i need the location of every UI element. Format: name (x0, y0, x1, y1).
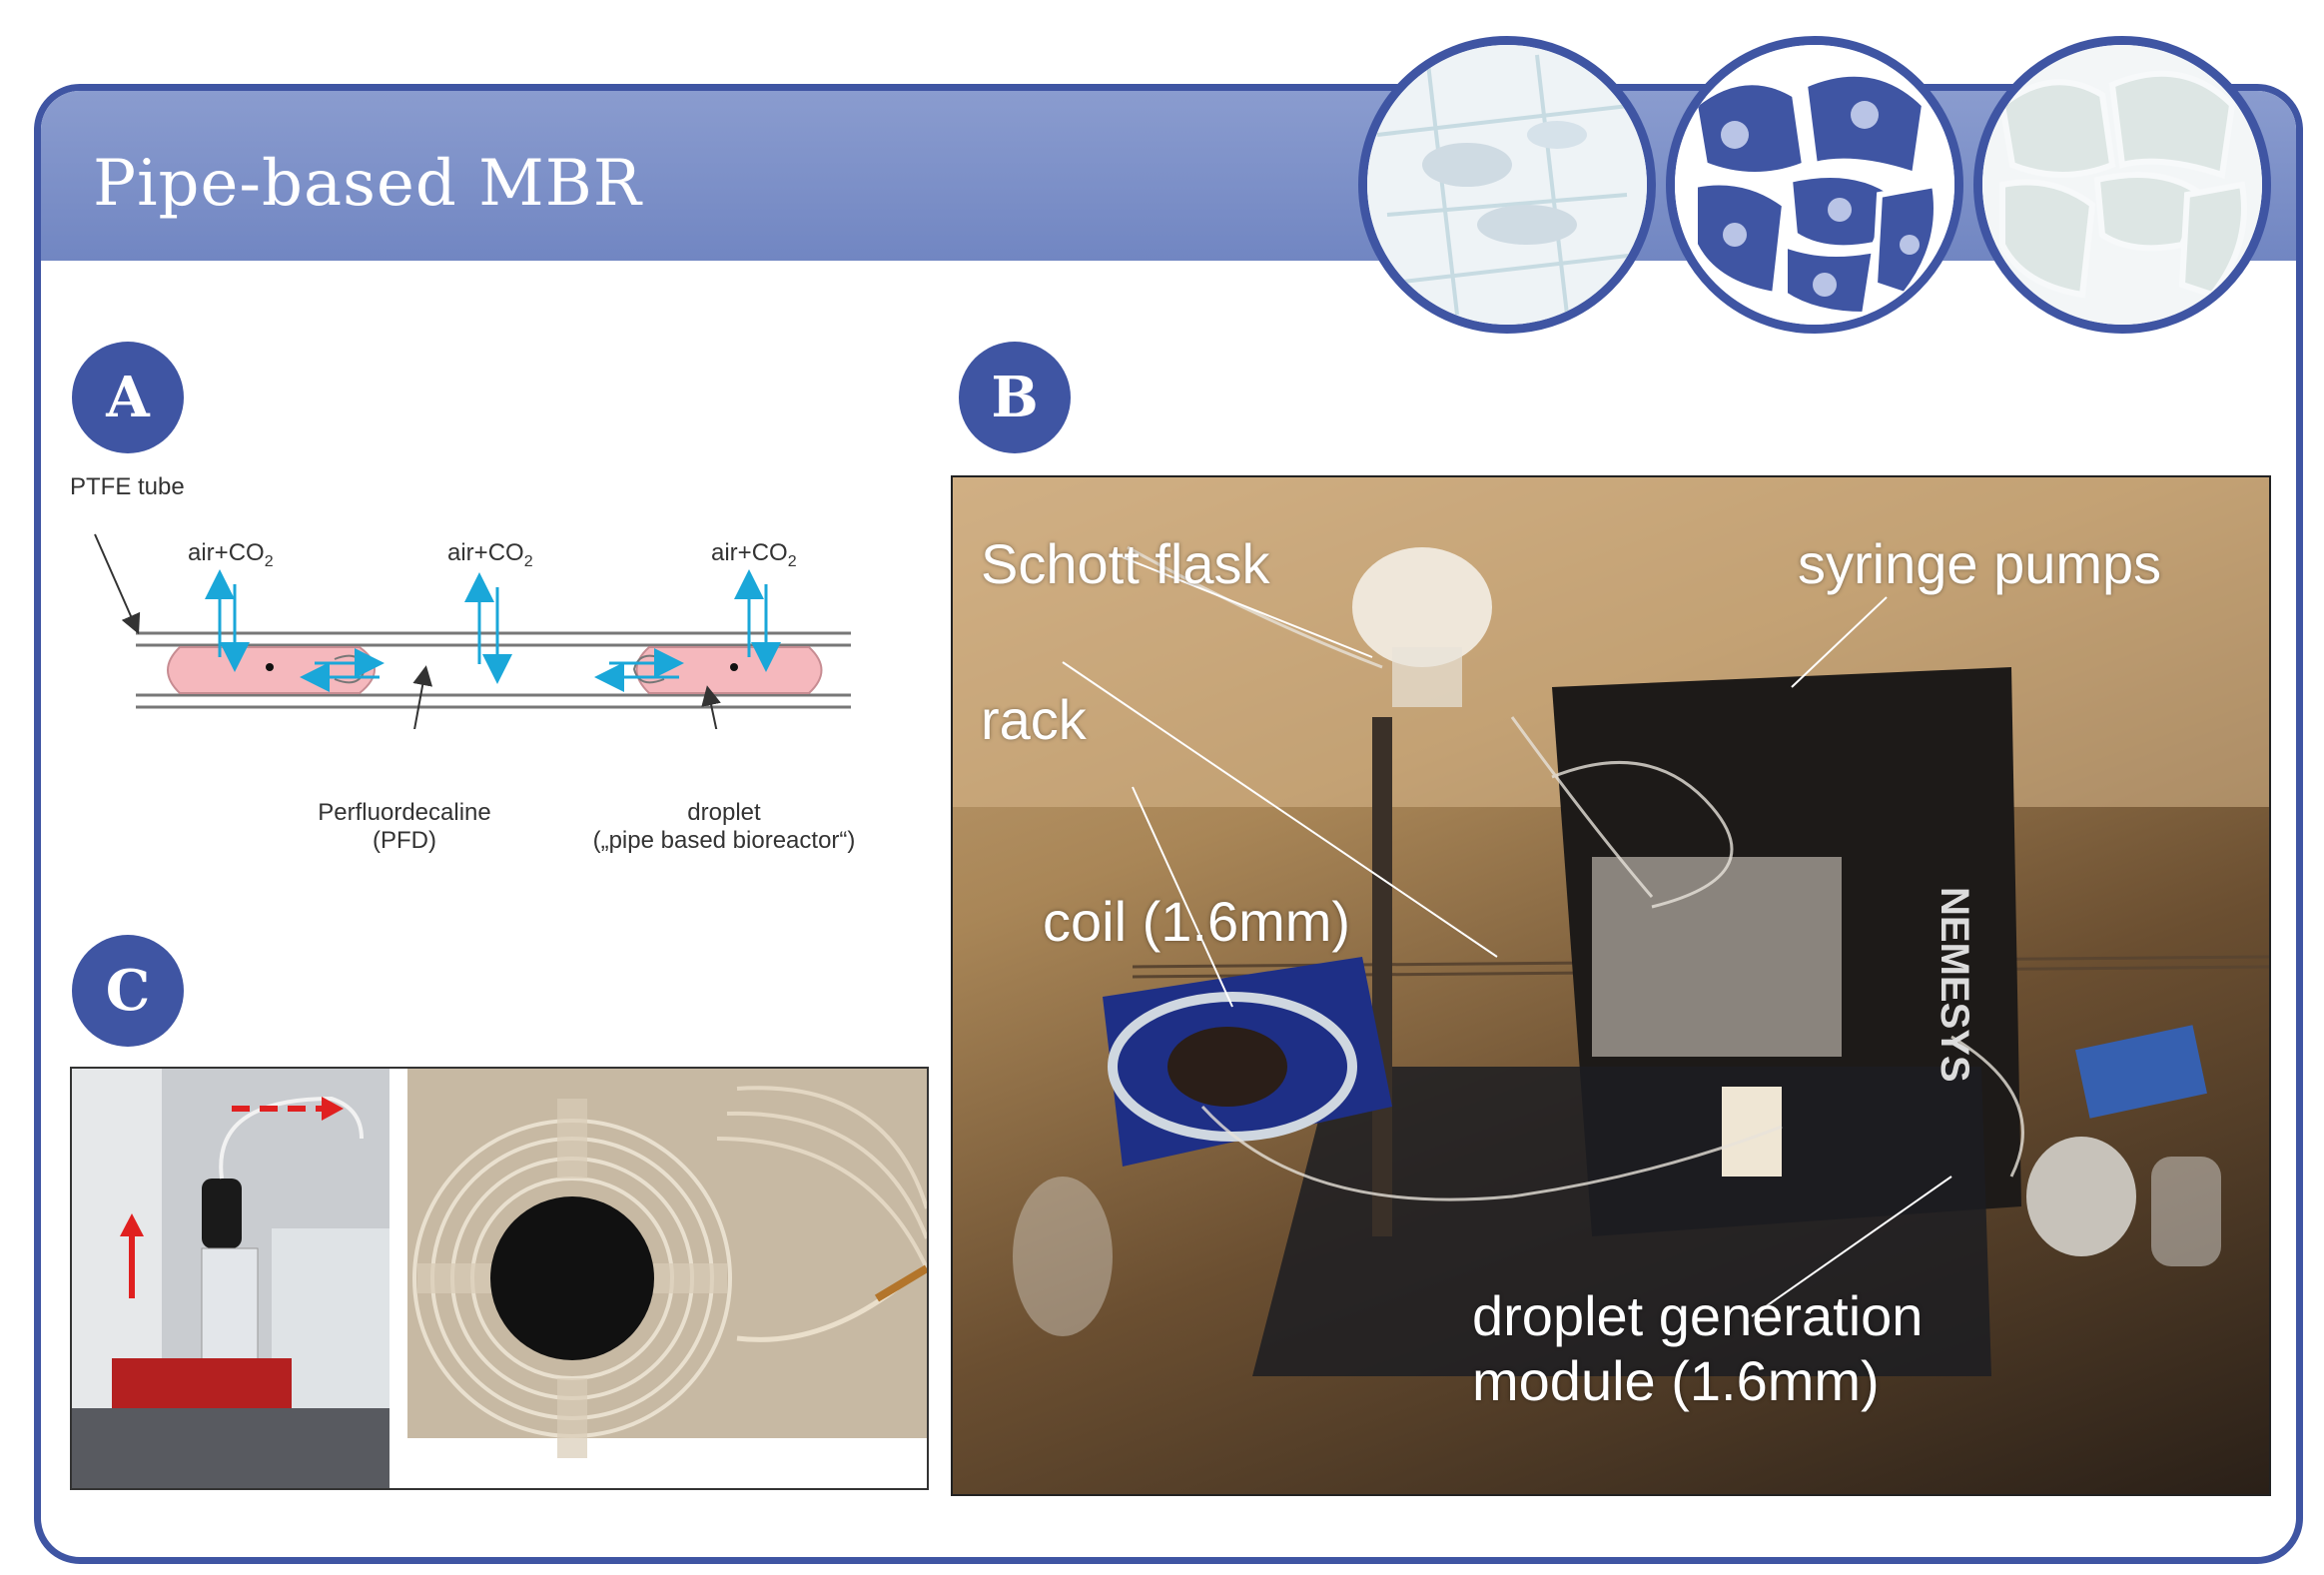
air-label-3: air+CO2 (711, 539, 797, 570)
ptfe-tube (136, 631, 851, 709)
cell-circle-light-icon (1358, 36, 1656, 334)
droplet-right (635, 646, 823, 694)
panel-c-badge: C (72, 935, 184, 1047)
panel-b-badge: B (959, 342, 1071, 453)
panel-c-photos (70, 1067, 929, 1490)
coil-photo (407, 1069, 927, 1488)
coil-label: coil (1.6mm) (1043, 890, 1351, 953)
droplet-label: droplet („pipe based bioreactor“) (592, 799, 856, 854)
page-title: Pipe-based MBR (93, 147, 642, 221)
ptfe-tube-label: PTFE tube (70, 473, 185, 500)
cell-circle-faded-icon (1973, 36, 2271, 334)
droplet-module-label: droplet generation module (1.6mm) (1472, 1284, 1924, 1412)
syringe-pumps-label: syringe pumps (1798, 532, 2162, 595)
setup-photo: NEMESYS Schott flask syringe pumps rack … (951, 475, 2271, 1496)
droplet-generator-photo (72, 1069, 389, 1488)
schott-flask-label: Schott flask (981, 532, 1270, 595)
air-label-1: air+CO2 (188, 539, 274, 570)
nemesys-brand: NEMESYS (1933, 887, 1976, 1083)
panel-a-badge: A (72, 342, 184, 453)
pipe-diagram (94, 533, 851, 729)
rack-label: rack (981, 688, 1087, 751)
cell-circle-dark-icon (1666, 36, 1963, 334)
pfd-label: Perfluordecaline (PFD) (318, 799, 491, 854)
air-label-2: air+CO2 (447, 539, 533, 570)
